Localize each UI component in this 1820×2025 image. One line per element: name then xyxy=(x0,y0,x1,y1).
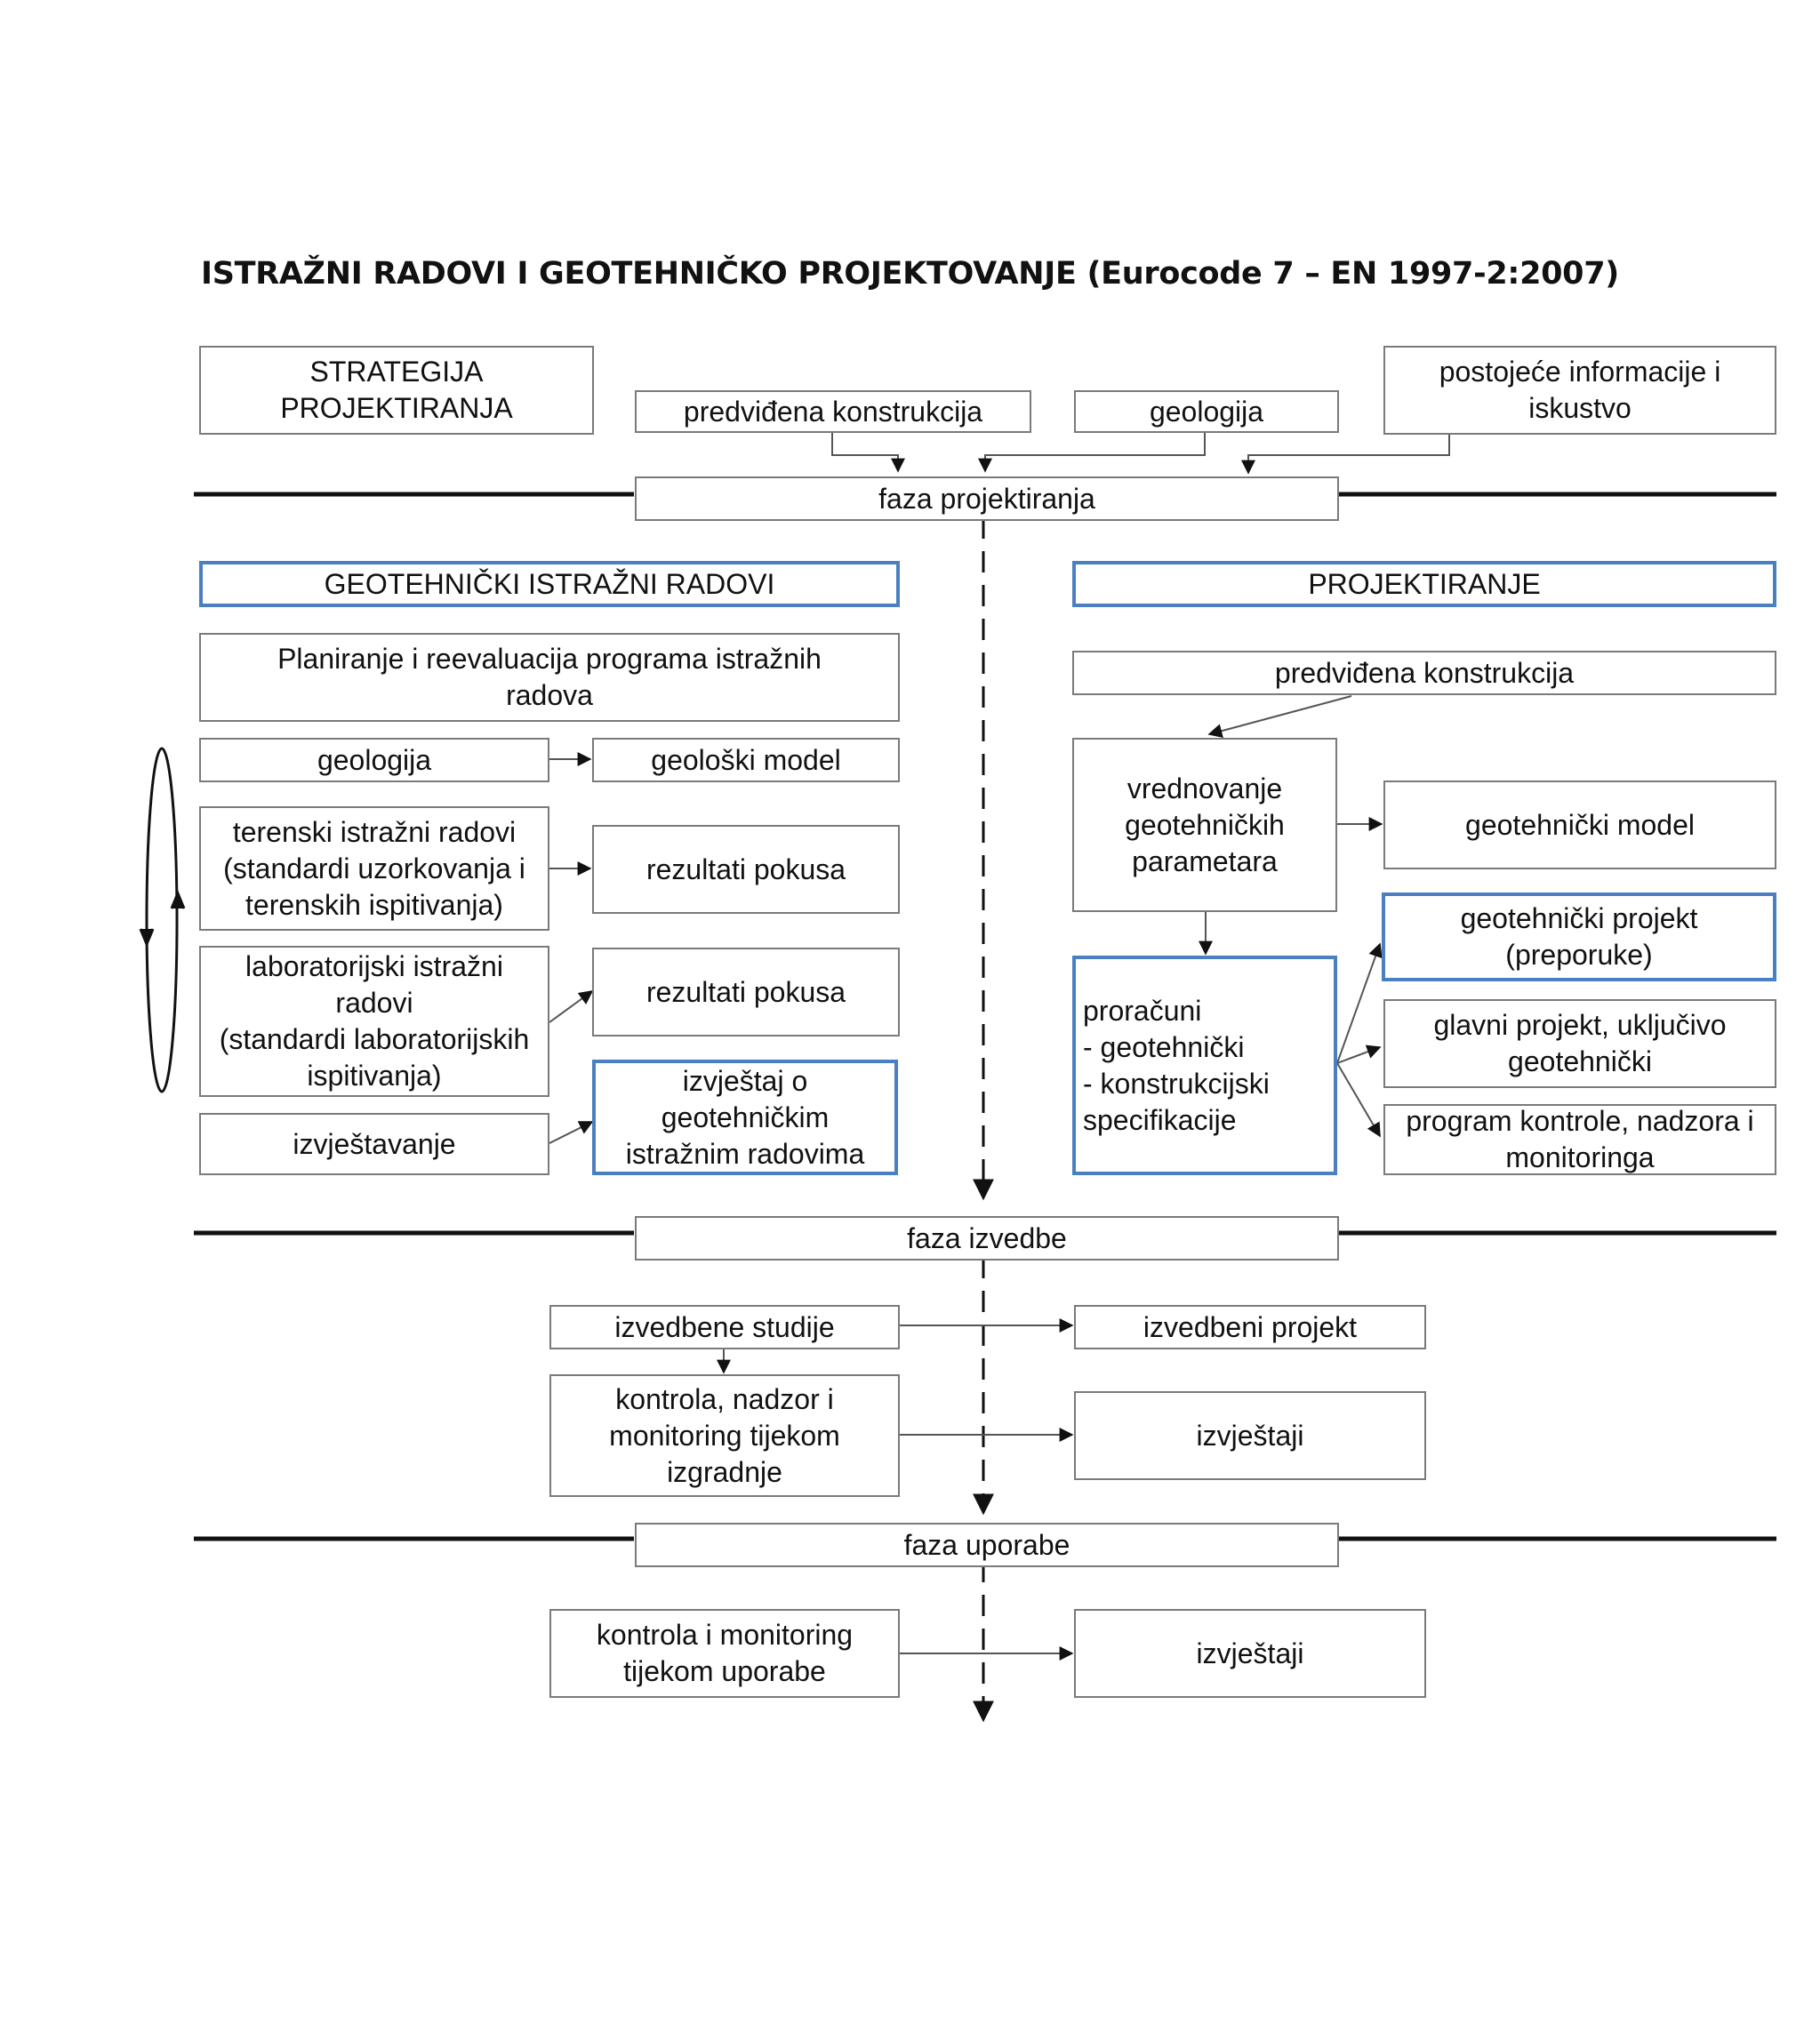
phase-lines xyxy=(194,492,1776,1541)
lab-works-box: laboratorijski istražni radovi (standard… xyxy=(199,946,549,1097)
execution-reports-box: izvještaji xyxy=(1074,1391,1426,1480)
main-project-box: glavni projekt, uključivo geotehnički xyxy=(1383,999,1776,1088)
investigation-report-box: izvještaj o geotehničkim istražnim radov… xyxy=(592,1060,898,1175)
design-header: PROJEKTIRANJE xyxy=(1072,561,1776,607)
planned-construction-top-box: predviđena konstrukcija xyxy=(635,390,1031,433)
top-connectors xyxy=(831,431,1450,475)
execution-project-box: izvedbeni projekt xyxy=(1074,1305,1426,1349)
use-reports-box: izvještaji xyxy=(1074,1609,1426,1698)
calculations-box: proračuni - geotehnički - konstrukcijski… xyxy=(1072,956,1337,1175)
control-program-box: program kontrole, nadzora i monitoringa xyxy=(1383,1104,1776,1175)
geotechnical-project-box: geotehnički projekt (preporuke) xyxy=(1382,892,1776,981)
right-connectors xyxy=(1199,695,1383,1138)
construction-control-box: kontrola, nadzor i monitoring tijekom iz… xyxy=(549,1374,900,1497)
geological-model-box: geološki model xyxy=(592,738,900,782)
execution-studies-box: izvedbene studije xyxy=(549,1305,900,1349)
investigation-header: GEOTEHNIČKI ISTRAŽNI RADOVI xyxy=(199,561,900,607)
design-phase-box: faza projektiranja xyxy=(635,476,1339,521)
strategy-box: STRATEGIJA PROJEKTIRANJA xyxy=(199,346,594,435)
field-works-box: terenski istražni radovi (standardi uzor… xyxy=(199,806,549,931)
execution-connectors xyxy=(717,1318,1074,1661)
geology-box: geologija xyxy=(199,738,549,782)
planning-box: Planiranje i reevaluacija programa istra… xyxy=(199,633,900,722)
use-control-box: kontrola i monitoring tijekom uporabe xyxy=(549,1609,900,1698)
diagram-title: ISTRAŽNI RADOVI I GEOTEHNIČKO PROJEKTOVA… xyxy=(201,256,1619,292)
execution-phase-box: faza izvedbe xyxy=(635,1216,1339,1261)
lab-results-box: rezultati pokusa xyxy=(592,948,900,1037)
left-connectors xyxy=(549,752,594,1144)
reporting-box: izvještavanje xyxy=(199,1113,549,1175)
planned-construction-box: predviđena konstrukcija xyxy=(1072,651,1776,695)
existing-info-box: postojeće informacije i iskustvo xyxy=(1383,346,1776,435)
field-results-box: rezultati pokusa xyxy=(592,825,900,914)
evaluation-box: vrednovanje geotehničkih parametara xyxy=(1072,738,1337,912)
use-phase-box: faza uporabe xyxy=(635,1523,1339,1567)
cycle-loop xyxy=(139,747,186,1093)
geology-top-box: geologija xyxy=(1074,390,1339,433)
geotechnical-model-box: geotehnički model xyxy=(1383,780,1776,869)
